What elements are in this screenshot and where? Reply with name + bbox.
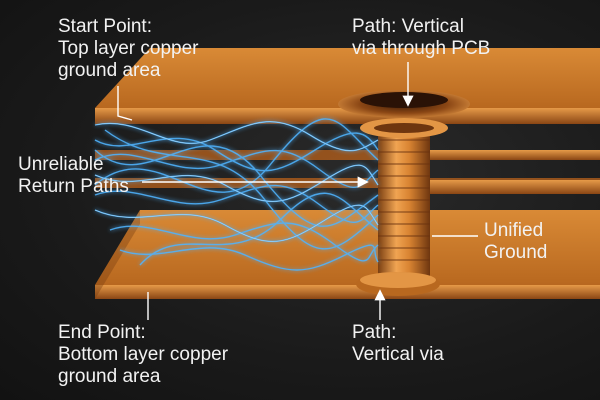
via-path-top-label: Path: Vertical via through PCB: [352, 16, 490, 60]
via-path-top-line2: via through PCB: [352, 38, 491, 59]
via-top-pad: [338, 90, 470, 118]
start-point-title: Start Point:: [58, 16, 152, 37]
via-bottom-pad: [356, 272, 440, 296]
end-point-label: End Point: Bottom layer copper ground ar…: [58, 322, 228, 388]
via-path-bottom-line1: Path:: [352, 322, 397, 343]
via-barrel: [360, 118, 448, 280]
end-point-line3: ground area: [58, 366, 161, 387]
start-point-line2: Top layer copper: [58, 38, 199, 59]
unreliable-line1: Unreliable: [18, 154, 104, 175]
arrow-icon: [117, 86, 133, 121]
signal-wave-glow: [94, 121, 379, 242]
via-path-bottom-label: Path: Vertical via: [352, 322, 444, 366]
unreliable-line2: Return Paths: [18, 176, 129, 197]
inner-layers: [95, 150, 600, 194]
unified-line1: Unified: [484, 220, 544, 241]
via-path-top-line1: Path: Vertical: [352, 16, 464, 37]
unified-line2: Ground: [484, 242, 548, 263]
end-point-line2: Bottom layer copper: [58, 344, 229, 365]
unified-ground-label: Unified Ground: [484, 220, 547, 264]
start-point-label: Start Point: Top layer copper ground are…: [58, 16, 198, 82]
start-point-line3: ground area: [58, 60, 161, 81]
via-path-bottom-line2: Vertical via: [352, 344, 444, 365]
top-copper-layer: [95, 48, 600, 124]
bottom-copper-layer: [95, 210, 600, 299]
end-point-title: End Point:: [58, 322, 146, 343]
leader-lines: [117, 62, 478, 320]
unreliable-paths-label: Unreliable Return Paths: [18, 154, 129, 198]
